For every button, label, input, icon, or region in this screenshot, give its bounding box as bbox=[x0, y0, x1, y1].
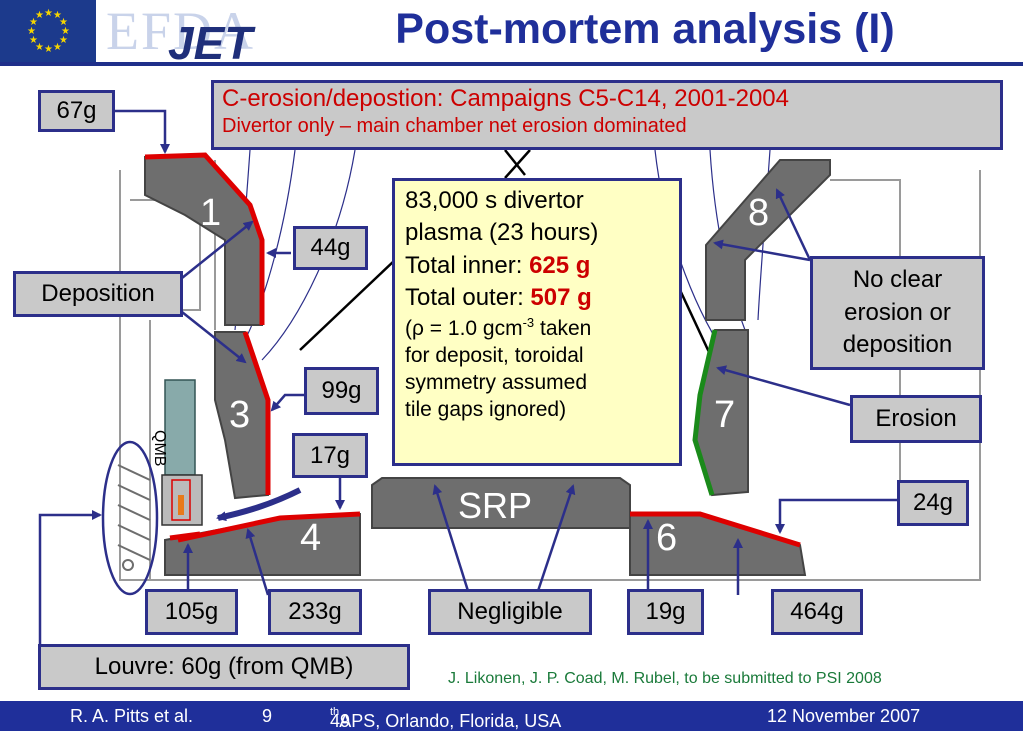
svg-text:★: ★ bbox=[27, 26, 36, 37]
footer-author: R. A. Pitts et al. bbox=[70, 706, 194, 726]
tile-3-label: 3 bbox=[229, 394, 251, 436]
conf-num: 49 bbox=[330, 711, 351, 731]
label-464g: 464g bbox=[771, 589, 863, 635]
svg-text:★: ★ bbox=[59, 17, 68, 28]
inner-value: 625 g bbox=[529, 251, 591, 279]
qmb-flow-arrow bbox=[216, 487, 302, 522]
qmb-structure bbox=[161, 379, 203, 526]
summary-box: 83,000 s divertor plasma (23 hours) Tota… bbox=[392, 178, 682, 466]
label-erosion: Erosion bbox=[850, 395, 982, 443]
label-17g: 17g bbox=[292, 433, 368, 478]
outer-value: 507 g bbox=[530, 284, 592, 312]
label-24g: 24g bbox=[897, 480, 969, 526]
footer-page-number: 9 bbox=[262, 706, 273, 726]
inner-label: Total inner: bbox=[405, 251, 530, 279]
deposit-layers bbox=[144, 152, 801, 548]
no-clear-line1: No clear bbox=[852, 266, 943, 294]
tile-srp-label: SRP bbox=[458, 485, 533, 526]
footer-date: 12 November 2007 bbox=[767, 706, 921, 726]
svg-text:★: ★ bbox=[29, 35, 38, 46]
rho-symbol: ρ bbox=[412, 316, 424, 340]
summary-line-c: for deposit, toroidal bbox=[405, 343, 584, 367]
label-105g: 105g bbox=[145, 589, 238, 635]
svg-text:★: ★ bbox=[61, 26, 70, 37]
eu-flag-logo: ★★★ ★★★ ★★★ ★★★ bbox=[0, 0, 96, 62]
header-divider bbox=[0, 62, 1023, 66]
summary-line-d: symmetry assumed bbox=[405, 371, 588, 395]
campaign-info-line1: C-erosion/depostion: Campaigns C5-C14, 2… bbox=[222, 85, 789, 112]
arrows bbox=[38, 109, 897, 650]
label-negligible: Negligible bbox=[428, 589, 592, 635]
svg-text:★: ★ bbox=[59, 35, 68, 46]
louvre-structure bbox=[101, 440, 159, 596]
note-b: taken bbox=[534, 316, 592, 340]
divertor-tiles bbox=[144, 153, 831, 576]
header: ★★★ ★★★ ★★★ ★★★ EFDA JET Post-mortem ana… bbox=[0, 0, 1023, 70]
jet-logo: JET bbox=[168, 17, 253, 69]
label-no-clear: No clear erosion or deposition bbox=[810, 256, 985, 370]
tile-1-label: 1 bbox=[200, 192, 222, 234]
label-louvre: Louvre: 60g (from QMB) bbox=[38, 644, 410, 690]
page-title: Post-mortem analysis (I) bbox=[395, 5, 895, 53]
tile-8-label: 8 bbox=[748, 192, 770, 234]
tile-8 bbox=[705, 159, 831, 321]
conf-sup: th bbox=[330, 706, 340, 718]
separatrix-lines bbox=[299, 149, 717, 366]
summary-inner: Total inner: 625 g bbox=[405, 250, 669, 282]
tile-7-label: 7 bbox=[714, 394, 736, 436]
summary-density-note: (ρ = 1.0 gcm-3 taken bbox=[405, 315, 669, 342]
svg-text:★: ★ bbox=[35, 10, 44, 21]
summary-line1: 83,000 s divertor bbox=[405, 187, 584, 214]
label-99g: 99g bbox=[304, 367, 379, 415]
svg-text:★: ★ bbox=[44, 44, 53, 55]
svg-text:★: ★ bbox=[35, 42, 44, 53]
erosion-layer bbox=[692, 329, 718, 496]
citation: J. Likonen, J. P. Coad, M. Rubel, to be … bbox=[448, 670, 882, 687]
label-44g: 44g bbox=[293, 226, 368, 270]
svg-text:★: ★ bbox=[53, 10, 62, 21]
campaign-info-box: C-erosion/depostion: Campaigns C5-C14, 2… bbox=[211, 80, 1003, 150]
summary-line-e: tile gaps ignored) bbox=[405, 398, 567, 422]
label-19g: 19g bbox=[627, 589, 704, 635]
svg-text:★: ★ bbox=[29, 17, 38, 28]
efda-logo: EFDA bbox=[106, 1, 256, 61]
summary-outer: Total outer: 507 g bbox=[405, 282, 669, 314]
label-67g: 67g bbox=[38, 90, 115, 132]
note-a: = 1.0 gcm bbox=[423, 316, 523, 340]
eu-stars-icon: ★★★ ★★★ ★★★ ★★★ bbox=[27, 8, 70, 55]
note-sup: -3 bbox=[522, 314, 535, 330]
tile-4-label: 4 bbox=[300, 517, 322, 559]
tile-6-label: 6 bbox=[656, 517, 678, 559]
label-233g: 233g bbox=[268, 589, 362, 635]
no-clear-line3: deposition bbox=[842, 331, 953, 359]
outer-label: Total outer: bbox=[405, 284, 531, 312]
no-clear-line2: erosion or bbox=[844, 298, 951, 326]
svg-text:★: ★ bbox=[53, 42, 62, 53]
conf-rest: APS, Orlando, Florida, USA bbox=[339, 711, 562, 731]
qmb-label: QMB bbox=[151, 430, 168, 467]
note-open: ( bbox=[405, 316, 412, 340]
summary-line2: plasma (23 hours) bbox=[405, 219, 599, 247]
svg-text:★: ★ bbox=[44, 8, 53, 19]
campaign-info-line2: Divertor only – main chamber net erosion… bbox=[222, 114, 687, 137]
label-deposition: Deposition bbox=[13, 271, 183, 317]
